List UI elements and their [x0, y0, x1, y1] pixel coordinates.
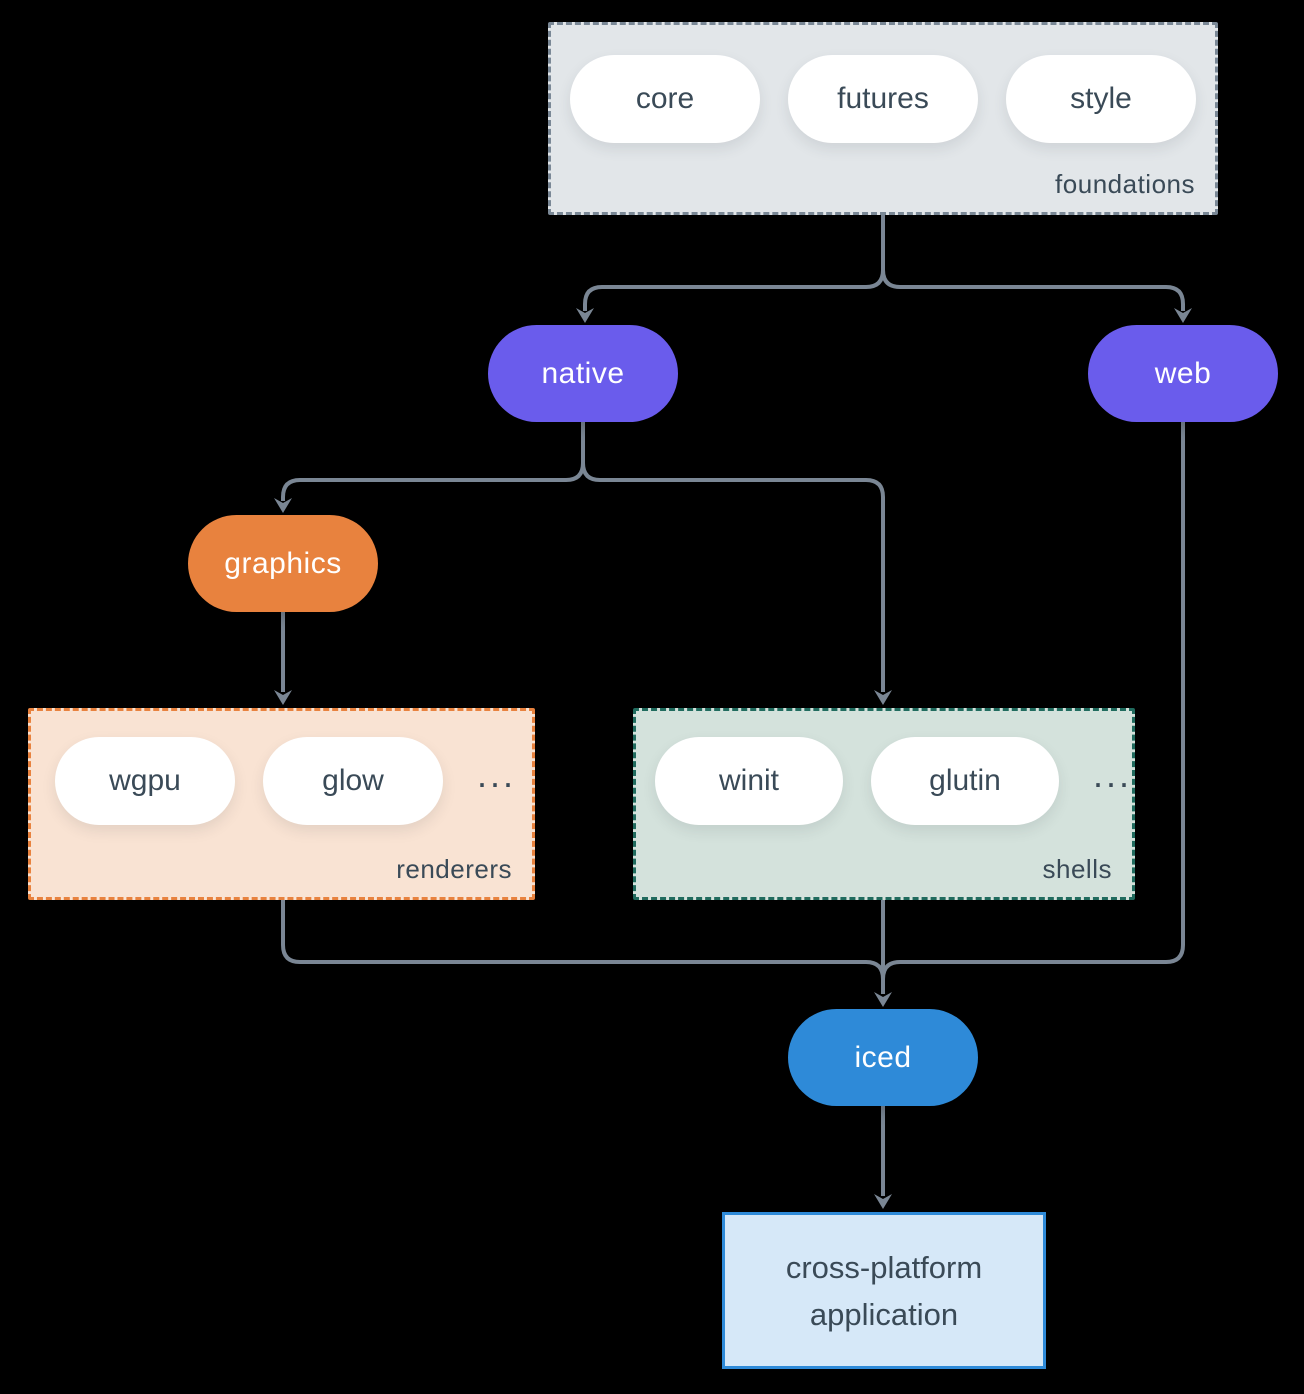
pill-glow: glow	[263, 737, 443, 825]
renderers-label: renderers	[396, 854, 512, 884]
arrowhead-shells	[874, 690, 892, 705]
edge-native-graphics	[281, 422, 585, 501]
edge-renderers-iced	[281, 900, 885, 980]
pill-winit: winit	[655, 737, 843, 825]
node-iced: iced	[788, 1009, 978, 1106]
edge-native-shells	[581, 462, 885, 692]
arrowhead-graphics	[274, 498, 292, 513]
group-foundations: core futures style foundations	[548, 22, 1218, 215]
arrowhead-application	[874, 1194, 892, 1209]
pill-core: core	[570, 55, 760, 143]
pill-style: style	[1006, 55, 1196, 143]
shells-label: shells	[1042, 854, 1112, 884]
edge-foundations-native	[583, 215, 885, 311]
edge-foundations-web	[881, 269, 1185, 311]
shells-pill-row: winit glutin ...	[655, 737, 1132, 825]
arrowhead-web	[1174, 308, 1192, 323]
node-native: native	[488, 325, 678, 422]
pill-wgpu: wgpu	[55, 737, 235, 825]
shells-ellipsis: ...	[1093, 754, 1133, 795]
node-web: web	[1088, 325, 1278, 422]
arrowhead-native	[576, 308, 594, 323]
node-graphics: graphics	[188, 515, 378, 612]
foundations-pill-row: core futures style	[570, 55, 1196, 143]
arrowhead-iced	[874, 992, 892, 1007]
arrowhead-renderers	[274, 690, 292, 705]
pill-glutin: glutin	[871, 737, 1059, 825]
group-renderers: wgpu glow ... renderers	[28, 708, 535, 900]
renderers-ellipsis: ...	[477, 754, 517, 795]
renderers-pill-row: wgpu glow ...	[55, 737, 516, 825]
node-cross-platform-application: cross-platform application	[722, 1212, 1046, 1369]
pill-futures: futures	[788, 55, 978, 143]
group-shells: winit glutin ... shells	[633, 708, 1135, 900]
foundations-label: foundations	[1055, 169, 1195, 199]
